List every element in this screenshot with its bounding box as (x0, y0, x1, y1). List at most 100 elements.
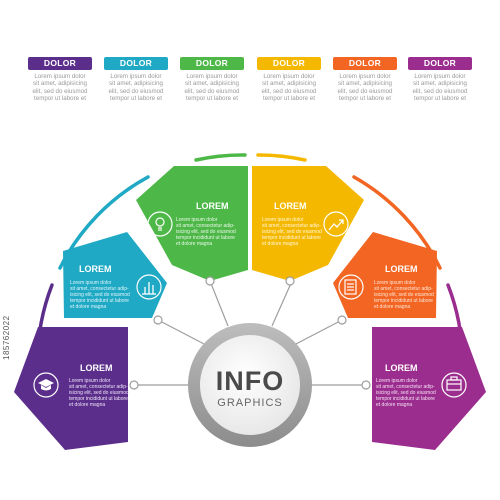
segment-text-line: isicing elit, sed do eiusmod (374, 292, 434, 298)
segment-text-line: sit amet, consectetur adip- (70, 286, 129, 292)
center-title: INFO (216, 366, 285, 396)
arc-segment-green (194, 153, 247, 162)
segment-text-line: et dolore magna (374, 304, 410, 310)
segment-shape (252, 166, 364, 281)
segment-node (205, 276, 215, 286)
segment-text-line: Lorem ipsum dolor (70, 280, 112, 286)
segment-text-line: sit amet, consectetur adip- (176, 223, 235, 229)
legend-text: Lorem ipsum dolor sit amet, adipisicing … (108, 73, 164, 103)
stock-image-id: 185762022 (2, 315, 11, 360)
connector-line (271, 280, 293, 327)
segment-text-line: et dolore magna (69, 402, 105, 408)
segment-node (337, 315, 347, 325)
legend-badge: DOLOR (28, 57, 92, 70)
segment-text-line: sit amet, consectetur adip- (376, 384, 435, 390)
segment-text-line: tempor incididunt ut labore (262, 235, 321, 241)
legend-item-3: DOLOR Lorem ipsum dolor sit amet, adipis… (180, 57, 244, 103)
segment-text-line: isicing elit, sed do eiusmod (69, 390, 129, 396)
connector-line (157, 319, 207, 346)
segment-text-line: isicing elit, sed do eiusmod (376, 390, 436, 396)
icon-circle (136, 274, 162, 300)
segment-text-line: sit amet, consectetur adip- (69, 384, 128, 390)
segment-text-line: Lorem ipsum dolor (176, 217, 218, 223)
legend-text: Lorem ipsum dolor sit amet, adipisicing … (412, 73, 468, 103)
legend-item-6: DOLOR Lorem ipsum dolor sit amet, adipis… (408, 57, 472, 103)
segment-title: LOREM (385, 264, 418, 274)
arc-segment-yellow (256, 153, 307, 162)
connector-line (293, 319, 343, 346)
segment-text-line: tempor incididunt ut labore (70, 298, 129, 304)
connector-line (209, 280, 229, 327)
icon-circle (33, 372, 59, 398)
segment-shape (372, 327, 486, 450)
icon-circle (323, 211, 349, 237)
segment-text-line: tempor incididunt ut labore (69, 396, 128, 402)
legend-text: Lorem ipsum dolor sit amet, adipisicing … (32, 73, 88, 103)
segment-text-line: sit amet, consectetur adip- (374, 286, 433, 292)
segment-node (285, 276, 295, 286)
icon-circle (441, 372, 467, 398)
document-icon (344, 279, 357, 295)
segment-title: LOREM (79, 264, 112, 274)
center-inner (200, 335, 300, 435)
icon-circle (147, 211, 173, 237)
segment-shape (136, 166, 248, 281)
connector-lines (134, 280, 366, 386)
segment-text-line: tempor incididunt ut labore (376, 396, 435, 402)
bar-chart-icon (142, 282, 156, 295)
center-hub: INFO GRAPHICS (188, 323, 312, 447)
trend-arrow-icon (328, 219, 344, 231)
segment-text-line: isicing elit, sed do eiusmod (262, 229, 322, 235)
segment-text-line: et dolore magna (176, 241, 212, 247)
segment-text-line: isicing elit, sed do eiusmod (70, 292, 130, 298)
segment-node (361, 380, 371, 390)
lightbulb-icon (155, 217, 165, 231)
segment-title: LOREM (274, 201, 307, 211)
legend-badge: DOLOR (180, 57, 244, 70)
legend-badge: DOLOR (408, 57, 472, 70)
legend-item-1: DOLOR Lorem ipsum dolor sit amet, adipis… (28, 57, 92, 103)
segment-text-line: sit amet, consectetur adip- (262, 223, 321, 229)
legend-badge: DOLOR (333, 57, 397, 70)
segment-title: LOREM (196, 201, 229, 211)
briefcase-icon (446, 376, 462, 391)
legend-badge: DOLOR (104, 57, 168, 70)
segment-text-line: et dolore magna (262, 241, 298, 247)
segment-title: LOREM (80, 363, 113, 373)
center-subtitle: GRAPHICS (217, 397, 282, 409)
segment-text-line: Lorem ipsum dolor (69, 378, 111, 384)
graduation-cap-icon (38, 379, 54, 391)
legend-badge: DOLOR (257, 57, 321, 70)
segment-title: LOREM (385, 363, 418, 373)
segment-text-line: Lorem ipsum dolor (262, 217, 304, 223)
segment-node (153, 315, 163, 325)
segment-shape (14, 327, 128, 450)
legend-text: Lorem ipsum dolor sit amet, adipisicing … (337, 73, 393, 103)
segment-text-line: Lorem ipsum dolor (376, 378, 418, 384)
segment-text-line: Lorem ipsum dolor (374, 280, 416, 286)
segment-node (129, 380, 139, 390)
legend-item-5: DOLOR Lorem ipsum dolor sit amet, adipis… (333, 57, 397, 103)
icon-circle (338, 274, 364, 300)
segment-text-line: et dolore magna (70, 304, 106, 310)
segment-text-line: tempor incididunt ut labore (176, 235, 235, 241)
legend-item-4: DOLOR Lorem ipsum dolor sit amet, adipis… (257, 57, 321, 103)
legend-text: Lorem ipsum dolor sit amet, adipisicing … (261, 73, 317, 103)
segment-text-line: et dolore magna (376, 402, 412, 408)
segment-text-line: tempor incididunt ut labore (374, 298, 433, 304)
legend-text: Lorem ipsum dolor sit amet, adipisicing … (184, 73, 240, 103)
segment-text-line: isicing elit, sed do eiusmod (176, 229, 236, 235)
